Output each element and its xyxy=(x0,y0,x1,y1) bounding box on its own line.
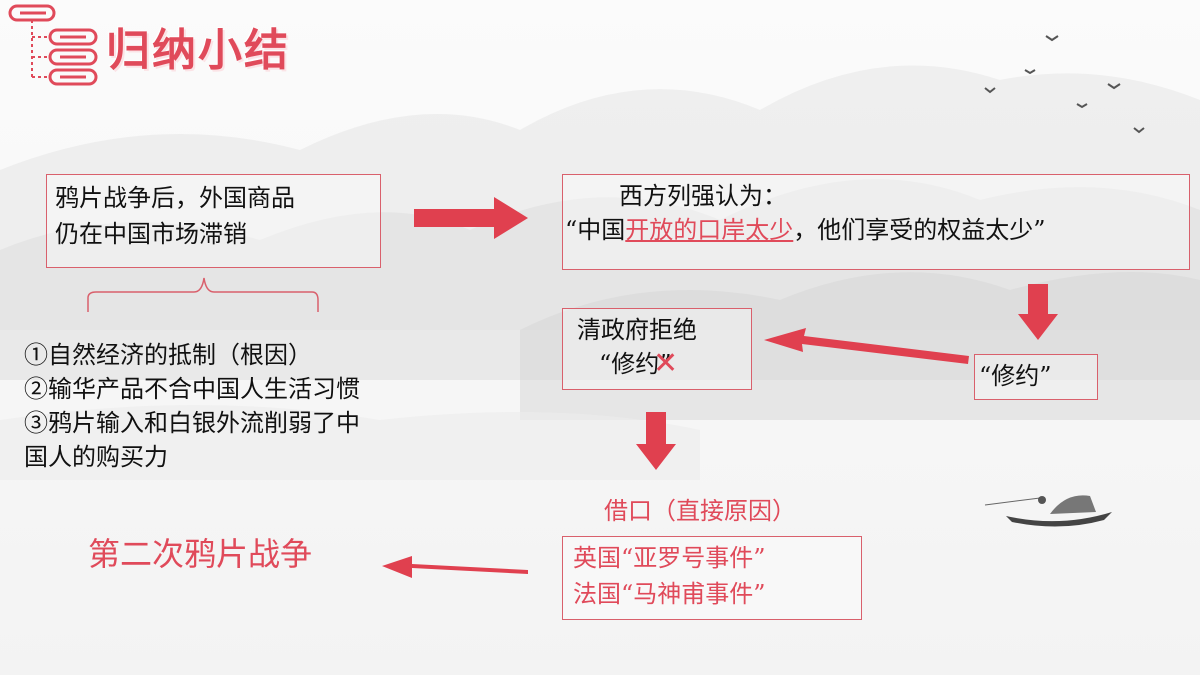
aftermath-line-2: 仍在中国市场滞销 xyxy=(55,220,247,248)
qing-refusal-line-1: 清政府拒绝 xyxy=(577,316,697,344)
qing-refusal-box: 清政府拒绝 “修约” ✕ xyxy=(562,308,752,390)
reason-2: ②输华产品不合中国人生活习惯 xyxy=(24,375,360,403)
powers-view-line-1: 西方列强认为： xyxy=(619,182,787,210)
treaty-revision-box: “修约” xyxy=(974,354,1098,400)
arrow-down-icon xyxy=(1018,284,1058,340)
open-ports-highlight: 开放的口岸太少 xyxy=(625,216,794,244)
arrow-incident: 英国“亚罗号事件” xyxy=(573,544,766,572)
quote-end: ，他们享受的权益太少” xyxy=(793,216,1046,244)
incidents-box: 英国“亚罗号事件” 法国“马神甫事件” xyxy=(562,536,862,620)
excuse-label: 借口（直接原因） xyxy=(604,497,796,525)
treaty-revision-text: “修约” xyxy=(979,362,1052,390)
reason-1: ①自然经济的抵制（根因） xyxy=(24,341,312,369)
arrow-left-icon xyxy=(764,328,969,364)
reason-3-continued: 国人的购买力 xyxy=(24,443,168,471)
powers-view-line-2: “中国开放的口岸太少，他们享受的权益太少” xyxy=(565,213,1046,247)
cross-mark-icon: ✕ xyxy=(653,346,679,381)
outline-tree-icon xyxy=(8,4,98,86)
reason-3: ③鸦片输入和白银外流削弱了中 xyxy=(24,409,360,437)
arrow-right-icon xyxy=(414,197,528,239)
powers-view-box: 西方列强认为： “中国开放的口岸太少，他们享受的权益太少” xyxy=(562,174,1190,270)
chapdelaine-incident: 法国“马神甫事件” xyxy=(573,580,766,608)
second-opium-war-label: 第二次鸦片战争 xyxy=(88,535,313,573)
arrow-left-icon xyxy=(382,556,528,578)
qing-refusal-line-2: “修约” xyxy=(599,350,672,378)
brace-connector xyxy=(87,277,319,312)
aftermath-line-1: 鸦片战争后，外国商品 xyxy=(55,184,295,212)
page-title: 归纳小结 xyxy=(106,25,290,76)
quote-start: “中国 xyxy=(565,216,626,244)
aftermath-box: 鸦片战争后，外国商品 仍在中国市场滞销 xyxy=(46,174,381,268)
arrow-down-icon xyxy=(636,412,676,470)
